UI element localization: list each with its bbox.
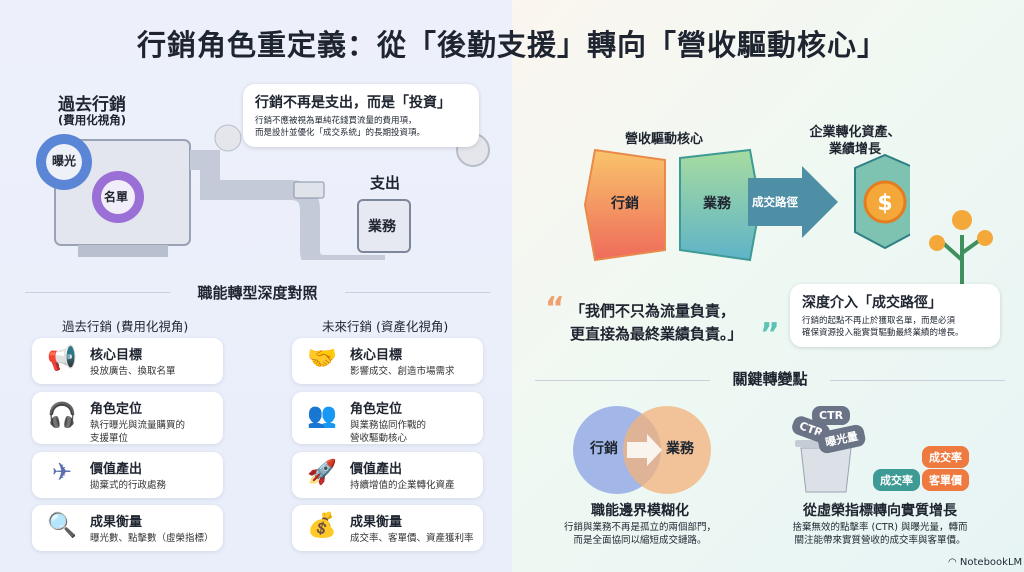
- arrow-icon: [748, 166, 838, 238]
- quote-open-icon: “: [545, 291, 565, 326]
- card-title: 核心目標: [90, 348, 143, 363]
- core-result: 企業轉化資產、 業績增長: [809, 125, 901, 157]
- gear-leads: 名單: [104, 190, 129, 204]
- blur-line2: 而是全面協同以縮短成交鏈路。: [573, 535, 707, 546]
- paper-plane-icon: ✈: [51, 458, 73, 486]
- dollar-coin-icon: [863, 180, 907, 224]
- sales-hex: [679, 148, 762, 262]
- card-title: 角色定位: [350, 402, 403, 417]
- left-column-header: 過去行銷 (費用化視角): [62, 319, 189, 334]
- quote-line1: 「我們不只為流量負責，: [570, 302, 736, 320]
- headset-agent-icon: 🎧: [47, 401, 77, 429]
- notebook-icon: ◠: [948, 557, 960, 568]
- vanity-line2: 關注能帶來實質營收的成交率與客單價。: [794, 535, 966, 546]
- card-title: 價值產出: [350, 462, 403, 477]
- card-desc: 曝光數、點擊數（虛榮指標）: [90, 533, 214, 544]
- svg-text:$: $: [877, 191, 892, 216]
- right-card: 👥 角色定位 與業務協同作戰的 營收驅動核心: [292, 392, 483, 444]
- metric-tag: 成交率: [922, 446, 969, 468]
- megaphone-icon: 📢: [47, 344, 77, 372]
- trash-tag: CTR: [812, 406, 851, 425]
- brand-text: NotebookLM: [959, 557, 1023, 568]
- blur-title: 職能邊界模糊化: [591, 503, 689, 519]
- callout-line2: 確保資源投入能實質驅動最終業績的增長。: [802, 328, 964, 338]
- rocket-icon: 🚀: [307, 458, 337, 486]
- bubble-line2: 而是設計並優化「成交系統」的長期投資項。: [255, 128, 426, 138]
- gear-exposure: 曝光: [52, 154, 77, 168]
- page-title: 行銷角色重定義：從「後勤支援」轉向「營收驅動核心」: [136, 28, 887, 62]
- metric-tag: 客單價: [922, 469, 969, 491]
- left-card: 🔍 成果衡量 曝光數、點擊數（虛榮指標）: [32, 505, 223, 551]
- quote-line2: 更直接為最終業績負責。」: [570, 325, 743, 343]
- bubble-title: 行銷不再是支出，而是「投資」: [255, 95, 451, 111]
- card-desc: 投放廣告、換取名單: [90, 366, 176, 377]
- team-gear-icon: 👥: [307, 401, 337, 429]
- handshake-icon: 🤝: [307, 344, 337, 372]
- card-title: 成果衡量: [90, 515, 143, 530]
- card-desc: 影響成交、創造市場需求: [350, 366, 455, 377]
- right-column-header: 未來行銷 (資產化視角): [322, 319, 449, 334]
- left-card: 📢 核心目標 投放廣告、換取名單: [32, 338, 223, 384]
- right-card: 🤝 核心目標 影響成交、創造市場需求: [292, 338, 483, 384]
- divider: [345, 292, 490, 293]
- revenue-core-illustration: $: [583, 148, 910, 262]
- right-card: 💰 成果衡量 成交率、客單價、資產獲利率: [292, 505, 483, 551]
- ctr-magnifier-icon: 🔍: [47, 511, 77, 539]
- divider: [25, 292, 170, 293]
- cost-label: 支出: [370, 174, 401, 192]
- venn-sales: 業務: [666, 441, 694, 457]
- coin-icon: [214, 124, 242, 152]
- pipeline-illustration: [36, 124, 411, 260]
- card-desc: 拋棄式的行政處務: [90, 480, 167, 491]
- venn-diagram: [573, 406, 711, 494]
- left-card: 🎧 角色定位 執行曝光與流量購買的 支援單位: [32, 392, 223, 444]
- investment-bubble: 行銷不再是支出，而是「投資」 行銷不應被視為單純花錢買流量的費用項， 而是設計並…: [243, 84, 479, 147]
- core-label: 營收驅動核心: [625, 132, 704, 147]
- metric-tag: 成交率: [873, 469, 920, 491]
- card-desc: 執行曝光與流量購買的 支援單位: [90, 420, 186, 444]
- past-sub: (費用化視角): [58, 113, 127, 127]
- deep-involvement-callout: 深度介入「成交路徑」 行銷的起點不再止於獲取名單，而是必須 確保資源投入能實質驅…: [790, 284, 1000, 347]
- money-tree-icon: [929, 210, 993, 285]
- past-label: 過去行銷: [58, 95, 126, 115]
- left-card: ✈ 價值產出 拋棄式的行政處務: [32, 452, 223, 498]
- card-title: 成果衡量: [350, 515, 403, 530]
- callout-title: 深度介入「成交路徑」: [802, 295, 942, 311]
- card-title: 價值產出: [90, 462, 143, 477]
- venn-marketing: 行銷: [590, 441, 618, 457]
- card-title: 角色定位: [90, 402, 143, 417]
- divider: [830, 380, 1005, 381]
- right-card: 🚀 價值產出 持續增值的企業轉化資產: [292, 452, 483, 498]
- card-desc: 持續增值的企業轉化資產: [350, 480, 455, 491]
- divider: [535, 380, 710, 381]
- card-title: 核心目標: [350, 348, 403, 363]
- callout-line1: 行銷的起點不再止於獲取名單，而是必須: [802, 316, 956, 326]
- core-marketing: 行銷: [611, 196, 639, 212]
- money-bag-icon: 💰: [307, 511, 337, 539]
- card-desc: 成交率、客單價、資產獲利率: [350, 533, 474, 544]
- marketing-hex: [583, 148, 666, 262]
- bubble-line1: 行銷不應被視為單純花錢買流量的費用項，: [255, 116, 417, 126]
- vanity-line1: 捨棄無效的點擊率 (CTR) 與曝光量，轉而: [792, 522, 968, 533]
- shifts-heading: 關鍵轉變點: [732, 370, 808, 388]
- comparison-heading: 職能轉型深度對照: [197, 284, 318, 302]
- core-sales: 業務: [703, 196, 731, 212]
- quote-close-icon: ”: [760, 317, 780, 352]
- blur-line1: 行銷與業務不再是孤立的兩個部門，: [563, 522, 716, 533]
- card-desc: 與業務協同作戰的 營收驅動核心: [350, 420, 427, 444]
- brand-logo: ◠ NotebookLM: [948, 557, 1022, 568]
- core-path: 成交路徑: [752, 195, 798, 209]
- vanity-title: 從虛榮指標轉向實質增長: [803, 503, 957, 519]
- sales-box-label: 業務: [368, 219, 396, 235]
